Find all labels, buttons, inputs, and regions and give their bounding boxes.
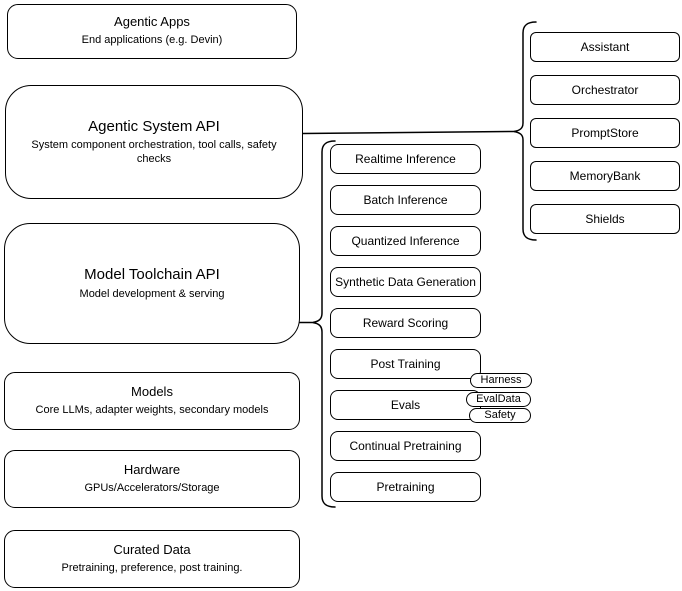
node-evals: Evals: [330, 390, 481, 420]
node-title: Quantized Inference: [351, 234, 460, 248]
node-orchestrator: Orchestrator: [530, 75, 680, 105]
node-title: Models: [131, 383, 173, 399]
node-title: PromptStore: [571, 126, 639, 140]
node-subtitle: Model development & serving: [79, 287, 225, 300]
node-title: EvalData: [476, 393, 521, 405]
edge-system-api-to-components: [302, 130, 514, 135]
node-continual-pretraining: Continual Pretraining: [330, 431, 481, 461]
node-title: Harness: [480, 374, 522, 386]
node-title: Evals: [390, 398, 421, 412]
node-subtitle: Pretraining, preference, post training.: [61, 561, 243, 574]
node-agentic-system-api: Agentic System API System component orch…: [5, 85, 303, 199]
node-subtitle: GPUs/Accelerators/Storage: [84, 481, 220, 494]
node-title: Continual Pretraining: [349, 439, 462, 453]
node-pretraining: Pretraining: [330, 472, 481, 502]
node-agentic-apps: Agentic Apps End applications (e.g. Devi…: [7, 4, 297, 59]
node-title: Agentic Apps: [114, 14, 190, 30]
node-quantized-inference: Quantized Inference: [330, 226, 481, 256]
node-title: Model Toolchain API: [84, 266, 220, 284]
node-title: Hardware: [123, 461, 181, 477]
node-models: Models Core LLMs, adapter weights, secon…: [4, 372, 300, 430]
node-title: Pretraining: [376, 480, 435, 494]
node-promptstore: PromptStore: [530, 118, 680, 148]
node-evals-harness: Harness: [470, 373, 532, 388]
node-title: Safety: [484, 409, 516, 421]
node-subtitle: End applications (e.g. Devin): [81, 34, 223, 47]
node-shields: Shields: [530, 204, 680, 234]
curly-bracket-system-components: [513, 21, 537, 241]
node-assistant: Assistant: [530, 32, 680, 62]
node-curated-data: Curated Data Pretraining, preference, po…: [4, 530, 300, 588]
node-synthetic-data-generation: Synthetic Data Generation: [330, 267, 481, 297]
node-title: Realtime Inference: [355, 152, 456, 166]
node-evals-safety: Safety: [469, 408, 531, 423]
node-reward-scoring: Reward Scoring: [330, 308, 481, 338]
node-title: Post Training: [370, 357, 441, 371]
node-title: Batch Inference: [363, 193, 448, 207]
node-hardware: Hardware GPUs/Accelerators/Storage: [4, 450, 300, 508]
node-title: Agentic System API: [88, 118, 220, 136]
node-title: Assistant: [580, 40, 630, 54]
curly-bracket-toolchain-services: [312, 140, 336, 508]
node-title: MemoryBank: [569, 169, 641, 183]
node-title: Reward Scoring: [362, 316, 449, 330]
node-subtitle: System component orchestration, tool cal…: [31, 139, 277, 165]
node-realtime-inference: Realtime Inference: [330, 144, 481, 174]
node-model-toolchain-api: Model Toolchain API Model development & …: [4, 223, 300, 344]
node-title: Curated Data: [113, 541, 191, 557]
node-title: Orchestrator: [571, 83, 639, 97]
node-title: Shields: [585, 212, 625, 226]
node-post-training: Post Training: [330, 349, 481, 379]
node-evals-evaldata: EvalData: [466, 392, 531, 407]
node-batch-inference: Batch Inference: [330, 185, 481, 215]
node-memorybank: MemoryBank: [530, 161, 680, 191]
node-title: Synthetic Data Generation: [335, 275, 476, 289]
node-subtitle: Core LLMs, adapter weights, secondary mo…: [35, 403, 269, 416]
